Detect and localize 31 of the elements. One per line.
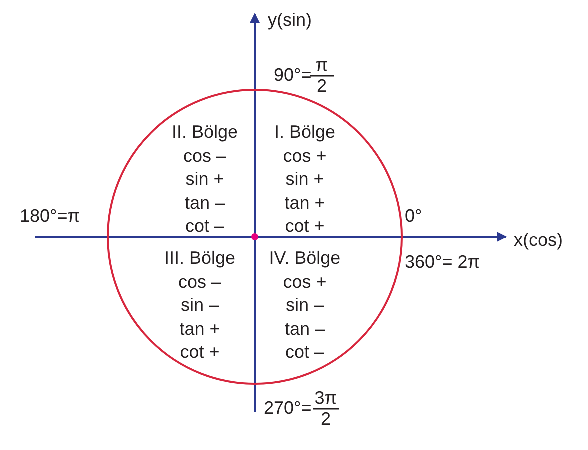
axis-label: x(cos)	[514, 230, 563, 250]
fraction-denominator: 2	[317, 76, 327, 96]
sign-rule: cot –	[285, 342, 325, 362]
angle-label: 0°	[405, 206, 422, 226]
sign-rule: tan +	[180, 318, 220, 338]
angle-label: 360°= 2π	[405, 252, 480, 272]
quadrant-heading: II. Bölge	[172, 122, 238, 142]
sign-rule: cos +	[283, 272, 327, 292]
sign-rule: cos –	[183, 146, 227, 166]
sign-rule: sin –	[286, 295, 324, 315]
sign-rule: tan –	[284, 318, 326, 338]
fraction-numerator: π	[316, 55, 328, 75]
angle-label: 90°=	[274, 65, 312, 85]
sign-rule: cos –	[178, 272, 222, 292]
quadrant-heading: I. Bölge	[274, 122, 336, 142]
quadrant-heading: IV. Bölge	[269, 248, 341, 268]
fraction-numerator: 3π	[314, 388, 338, 408]
sign-rule: tan –	[184, 192, 226, 212]
sign-rule: cot +	[285, 216, 325, 236]
quadrant-heading: III. Bölge	[164, 248, 236, 268]
sign-rule: sin +	[186, 169, 224, 189]
sign-rule: cot –	[185, 216, 225, 236]
angle-label: 270°=	[264, 398, 312, 418]
sign-rule: cos +	[283, 146, 327, 166]
axis-label: y(sin)	[268, 10, 312, 30]
fraction-denominator: 2	[321, 409, 331, 429]
sign-rule: tan +	[284, 192, 326, 212]
angle-label: 180°=π	[20, 206, 80, 226]
sign-rule: sin –	[180, 295, 220, 315]
sign-rule: sin +	[286, 169, 324, 189]
sign-rule: cot +	[180, 342, 220, 362]
